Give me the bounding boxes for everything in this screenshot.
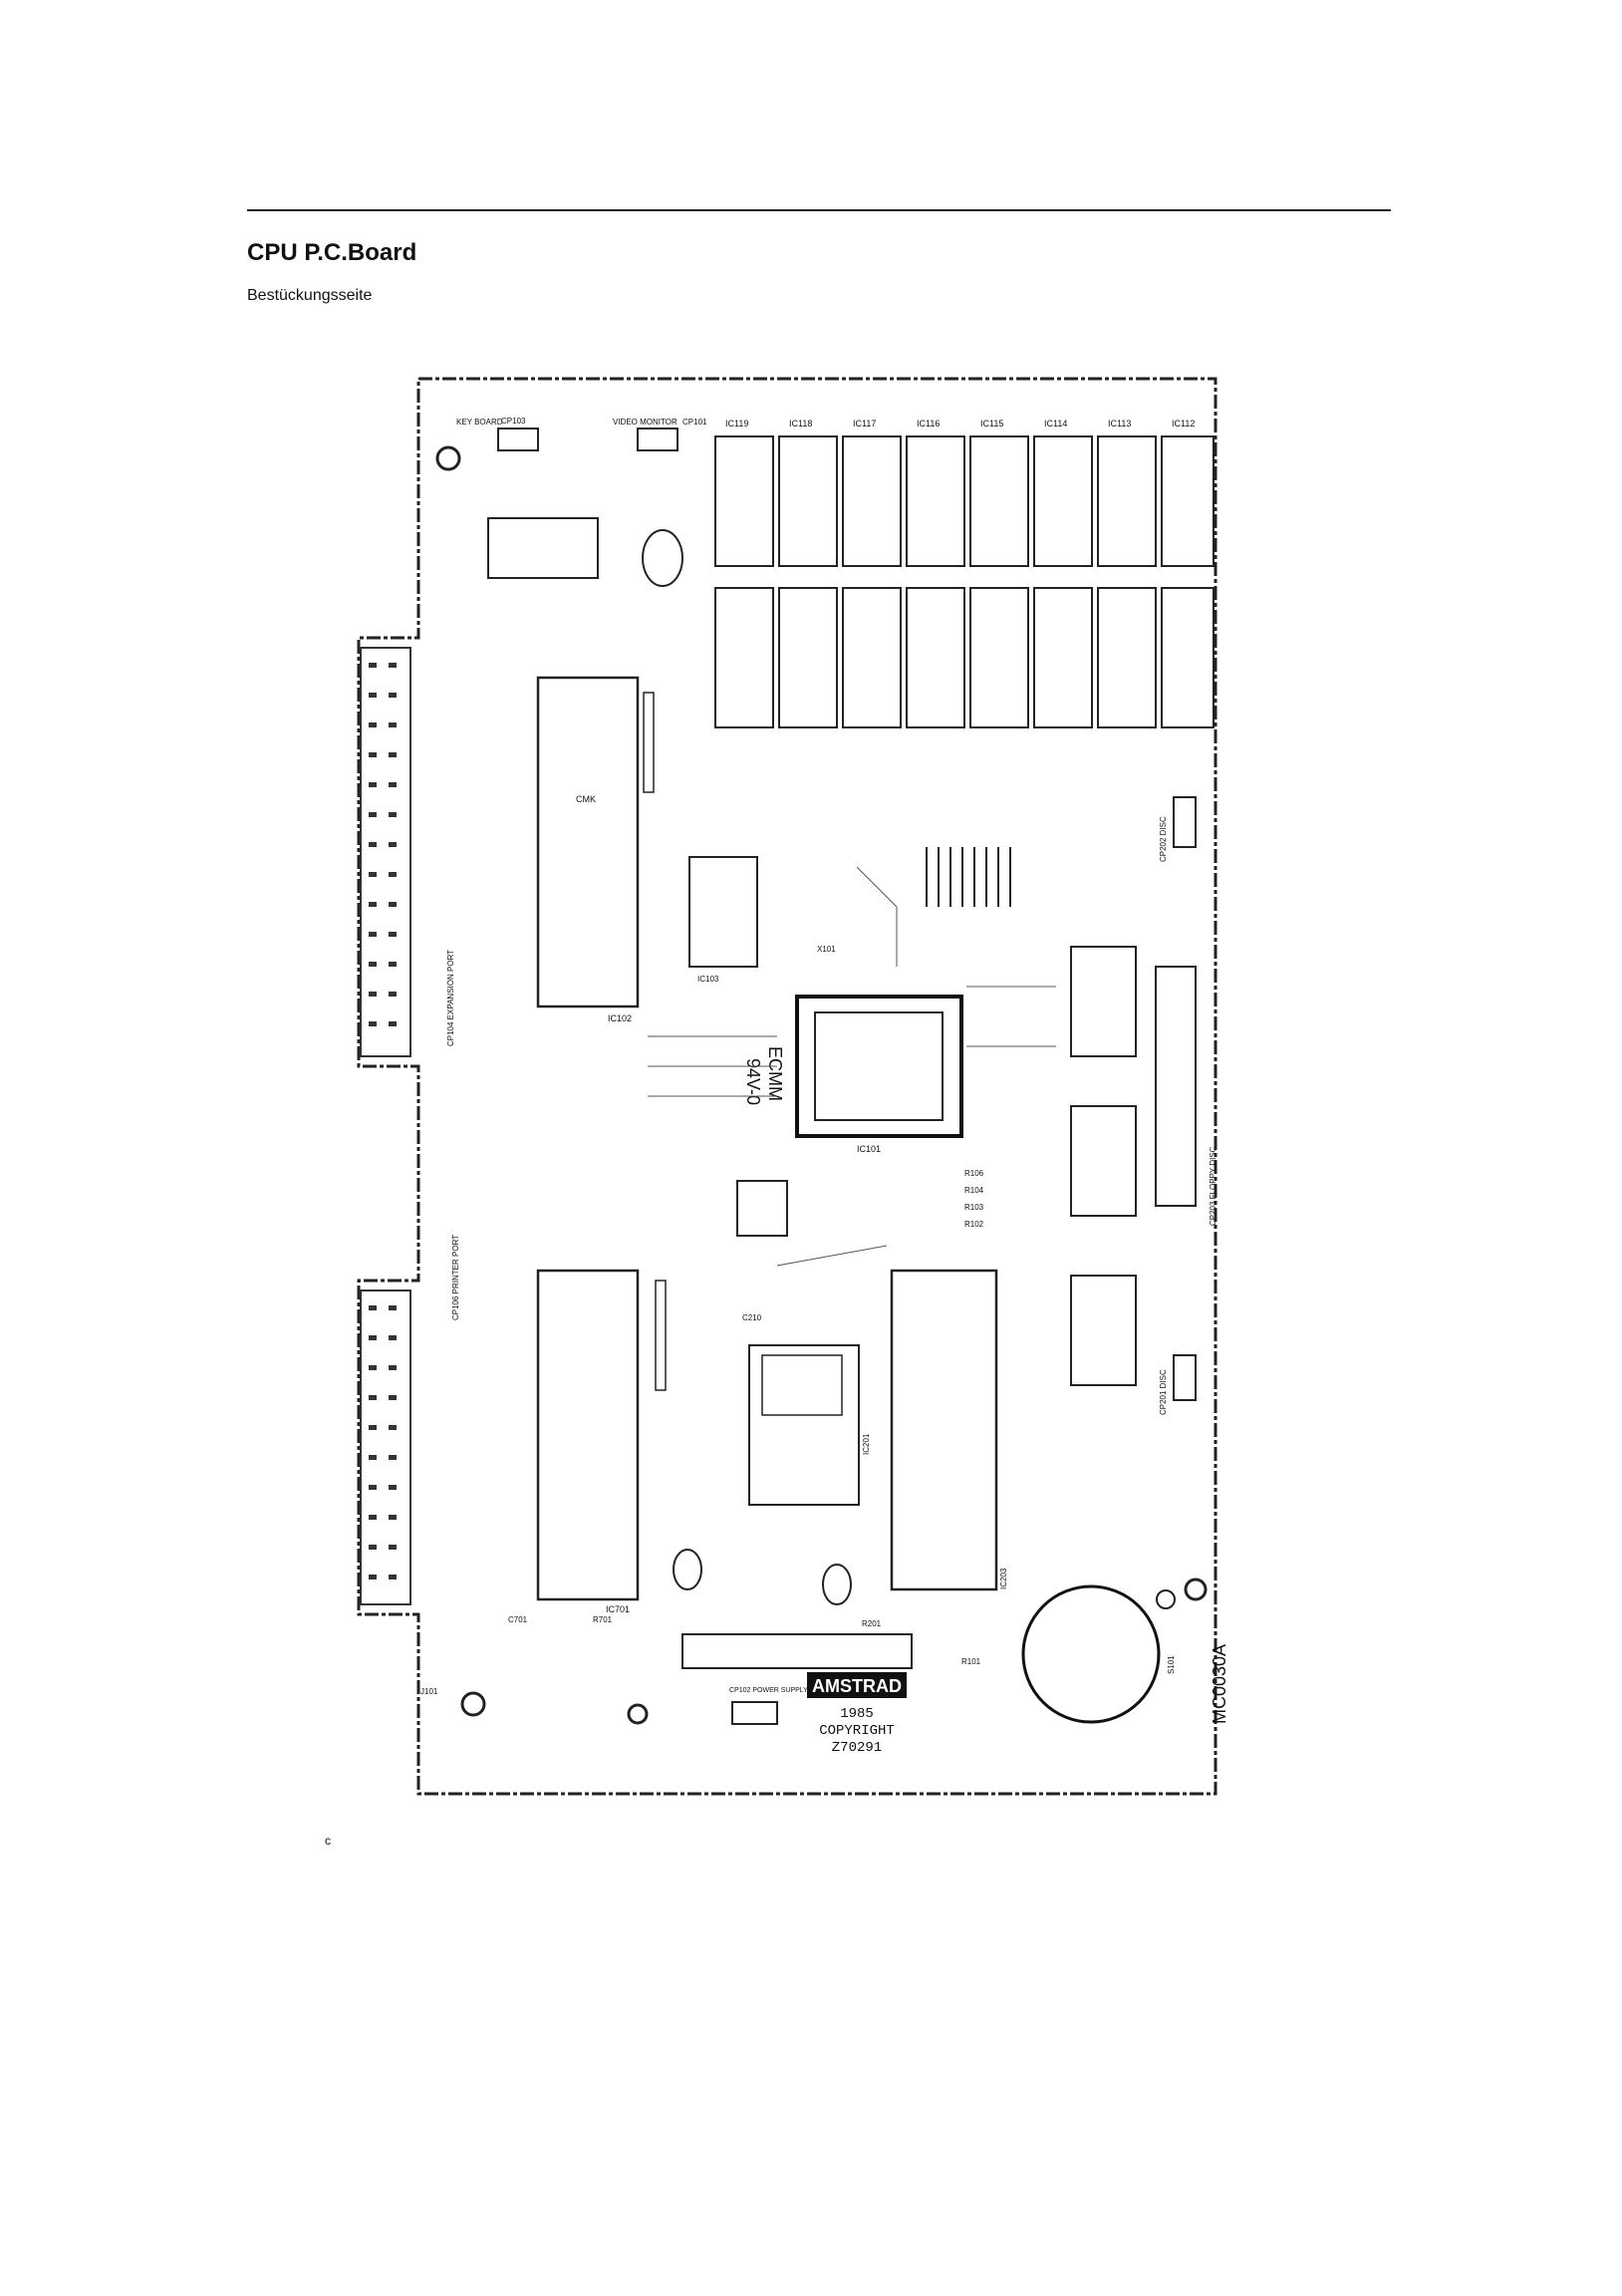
ic103-chip <box>688 856 758 968</box>
ic103-label: IC103 <box>697 975 719 984</box>
amstrad-logo: AMSTRAD <box>812 1676 902 1696</box>
ic701-strip <box>655 1280 667 1391</box>
printer-port-label: CP106 PRINTER PORT <box>451 1235 460 1320</box>
small-chip <box>487 517 599 579</box>
right-chip-1 <box>1070 946 1137 1057</box>
disc-b-connector <box>1173 1354 1197 1401</box>
disc-a-label: CP202 DISC <box>1159 816 1168 862</box>
power-supply-connector <box>731 1701 778 1725</box>
crystal <box>642 529 683 587</box>
stray-mark: c <box>325 1834 331 1848</box>
svg-text:R106: R106 <box>964 1169 984 1178</box>
cp101-label: CP101 <box>682 418 707 427</box>
resistor-array <box>926 847 1011 907</box>
s101-label: S101 <box>1167 1655 1176 1674</box>
ic201-label: IC201 <box>862 1433 871 1455</box>
page-title: CPU P.C.Board <box>247 239 417 266</box>
pcb-traces <box>648 866 1056 1267</box>
disc-b-label: CP201 DISC <box>1159 1369 1168 1415</box>
crystal-bottom-center <box>822 1564 852 1605</box>
svg-text:IC118: IC118 <box>789 419 812 429</box>
resistor-labels: R106 R104 R103 R102 <box>964 1169 984 1229</box>
cp103-label: CP103 <box>501 417 526 426</box>
pcb-diagram: KEY BOARD CP103 VIDEO MONITOR CP101 IC11… <box>357 377 1229 1796</box>
crystal-bottom-left <box>673 1549 702 1590</box>
ic202-chip <box>748 1344 860 1506</box>
svg-text:R104: R104 <box>964 1186 984 1195</box>
ul-rating-marking: 94V-0 <box>743 1058 763 1105</box>
disc-a-connector <box>1173 796 1197 848</box>
printer-edge-connector <box>360 1290 411 1605</box>
j101-label: J101 <box>420 1687 438 1696</box>
keyboard-label: KEY BOARD <box>456 418 503 427</box>
mounting-hole <box>1184 1578 1208 1601</box>
ecmm-marking: ECMM <box>765 1046 785 1101</box>
cmk-label: CMK <box>576 794 596 804</box>
floppy-label: CP203 FLOPPY DISC <box>1209 1146 1217 1226</box>
right-chip-2 <box>1070 1105 1137 1217</box>
ic102-strip <box>643 692 655 793</box>
ic102-chip <box>536 676 640 1008</box>
copyright-text: COPYRIGHT <box>819 1723 895 1739</box>
hex-inverter-chip <box>736 1180 788 1237</box>
svg-text:IC112: IC112 <box>1172 419 1195 429</box>
svg-text:IC116: IC116 <box>917 419 940 429</box>
mounting-hole <box>627 1703 649 1725</box>
ic203-label: IC203 <box>999 1568 1008 1589</box>
r701-label: R701 <box>593 1615 613 1624</box>
buzzer-pin <box>1156 1589 1176 1609</box>
amstrad-logo-box <box>807 1672 907 1698</box>
ic101-label: IC101 <box>857 1144 881 1154</box>
ic701-label: IC701 <box>606 1604 630 1614</box>
right-chip-3 <box>1070 1275 1137 1386</box>
expansion-edge-connector <box>360 647 411 1057</box>
svg-text:IC113: IC113 <box>1108 419 1131 429</box>
ram-label-row: IC119 IC118 IC117 IC116 IC115 IC114 IC11… <box>725 419 1195 429</box>
ic101-die <box>814 1011 944 1121</box>
c210-label: C210 <box>742 1313 762 1322</box>
board-code: MC0030A <box>1210 1644 1229 1724</box>
svg-text:IC117: IC117 <box>853 419 876 429</box>
part-number: Z70291 <box>832 1740 882 1756</box>
expansion-port-label: CP104 EXPANSION PORT <box>446 950 455 1046</box>
floppy-connector-block <box>1155 966 1197 1207</box>
keyboard-connector <box>497 428 539 451</box>
ic202-window <box>761 1354 843 1416</box>
ram-chips-bottom <box>714 587 1215 728</box>
svg-text:R102: R102 <box>964 1220 984 1229</box>
ic203-chip <box>890 1269 998 1591</box>
c701-label: C701 <box>508 1615 528 1624</box>
mounting-hole <box>435 445 461 471</box>
mounting-hole <box>460 1691 486 1717</box>
x101-label: X101 <box>817 945 836 954</box>
r101-label: R101 <box>961 1657 981 1666</box>
power-block <box>681 1633 913 1669</box>
video-monitor-label: VIDEO MONITOR <box>613 418 677 427</box>
video-connector <box>637 428 678 451</box>
power-supply-label: CP102 POWER SUPPLY <box>729 1687 808 1694</box>
svg-text:IC115: IC115 <box>980 419 1003 429</box>
header-rule <box>247 209 1391 211</box>
ic101-chip <box>795 995 963 1138</box>
r201-label: R201 <box>862 1619 882 1628</box>
svg-text:R103: R103 <box>964 1203 984 1212</box>
ram-chips-top <box>714 435 1215 567</box>
ic102-label: IC102 <box>608 1013 632 1023</box>
page-subtitle: Bestückungsseite <box>247 287 373 304</box>
svg-text:IC119: IC119 <box>725 419 748 429</box>
svg-text:IC114: IC114 <box>1044 419 1067 429</box>
buzzer <box>1021 1584 1161 1724</box>
ic701-chip <box>536 1269 640 1601</box>
copyright-year: 1985 <box>840 1706 874 1722</box>
